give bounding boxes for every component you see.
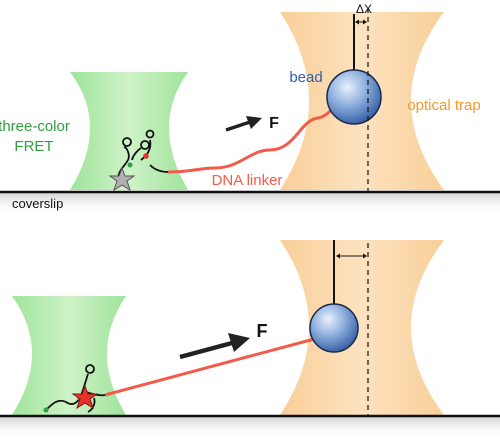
force-arrow-shaft xyxy=(225,120,251,132)
dna-linker-curve xyxy=(167,107,335,174)
inactive-dye-star-icon xyxy=(108,166,136,192)
label-delta-x: ΔX xyxy=(356,2,372,16)
label-force-top: F xyxy=(269,115,279,132)
label-force-bottom: F xyxy=(257,321,268,341)
displacement-arrowhead-left-2 xyxy=(336,253,340,259)
bottom-panel: F xyxy=(0,240,500,439)
dna-linker-straight xyxy=(104,336,319,397)
label-coverslip: coverslip xyxy=(12,196,63,211)
bead-2 xyxy=(309,303,359,353)
displacement-arrowhead-right-2 xyxy=(363,253,367,259)
displacement-arrowhead-right xyxy=(363,19,367,25)
green-dye-icon xyxy=(127,162,133,168)
force-arrowhead xyxy=(246,116,262,129)
force-arrowhead-2 xyxy=(228,333,250,352)
optical-trap-beam-2 xyxy=(280,240,444,415)
force-arrow-shaft-2 xyxy=(179,340,233,360)
red-dye-icon xyxy=(143,153,149,159)
label-optical-trap: optical trap xyxy=(407,97,480,114)
top-panel: three-color FRET bead optical trap ΔX F … xyxy=(0,2,500,215)
coverslip-shade-2 xyxy=(0,417,500,439)
displacement-arrowhead-left xyxy=(355,19,359,25)
label-three-color: three-color xyxy=(0,118,70,135)
fret-excitation-beam-2 xyxy=(12,296,126,415)
label-dna-linker: DNA linker xyxy=(212,172,283,189)
label-bead: bead xyxy=(289,69,322,86)
bead xyxy=(326,69,382,125)
label-fret: FRET xyxy=(14,138,53,155)
active-dye-star-icon xyxy=(71,384,99,410)
green-dye-icon-2 xyxy=(43,407,49,413)
coverslip-shade xyxy=(0,193,500,215)
fret-excitation-beam xyxy=(70,72,188,190)
